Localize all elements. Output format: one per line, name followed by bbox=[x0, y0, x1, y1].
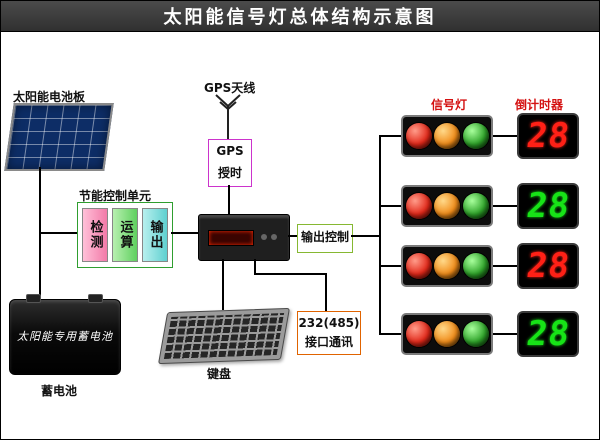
timer-value: 28 bbox=[523, 246, 573, 286]
green-lamp-icon bbox=[462, 123, 489, 149]
output-control-box: 输出控制 bbox=[297, 224, 353, 253]
connector-line bbox=[288, 235, 297, 237]
control-block-output: 输出 bbox=[142, 208, 168, 262]
connector-line bbox=[493, 265, 517, 267]
output-control-label: 输出控制 bbox=[300, 230, 349, 244]
gps-time-box: GPS 授时 bbox=[208, 139, 252, 187]
connector-line bbox=[381, 333, 401, 335]
green-lamp-icon bbox=[462, 193, 489, 219]
connector-line bbox=[381, 135, 401, 137]
gps-box-line2: 授时 bbox=[217, 166, 242, 180]
page-title: 太阳能信号灯总体结构示意图 bbox=[163, 7, 437, 28]
comm-box: 232(485) 接口通讯 bbox=[297, 311, 361, 355]
red-lamp-icon bbox=[405, 253, 432, 279]
red-lamp-icon bbox=[405, 193, 432, 219]
connector-line bbox=[222, 259, 224, 310]
signal-lights-label: 信号灯 bbox=[431, 98, 468, 112]
controller-knob bbox=[271, 234, 277, 240]
countdown-timer: 28 bbox=[517, 113, 579, 159]
green-lamp-icon bbox=[462, 321, 489, 347]
timer-value: 28 bbox=[523, 186, 573, 226]
connector-line bbox=[228, 185, 230, 214]
red-lamp-icon bbox=[405, 123, 432, 149]
timer-value: 28 bbox=[523, 116, 573, 156]
control-unit-label: 节能控制单元 bbox=[79, 189, 152, 203]
battery: 太阳能专用蓄电池 bbox=[9, 294, 121, 375]
connector-line bbox=[379, 135, 381, 335]
gps-box-line1: GPS bbox=[216, 144, 244, 158]
connector-line bbox=[171, 232, 198, 234]
battery-label: 蓄电池 bbox=[41, 384, 78, 398]
countdown-timer: 28 bbox=[517, 183, 579, 229]
control-block-compute: 运算 bbox=[112, 208, 138, 262]
connector-line bbox=[39, 167, 41, 299]
countdown-timer: 28 bbox=[517, 311, 579, 357]
countdown-timer: 28 bbox=[517, 243, 579, 289]
red-lamp-icon bbox=[405, 321, 432, 347]
comm-line1: 232(485) bbox=[298, 316, 360, 330]
gps-antenna-icon bbox=[215, 94, 241, 139]
countdown-label: 倒计时器 bbox=[515, 98, 564, 112]
signal-module bbox=[401, 245, 493, 287]
signal-module bbox=[401, 115, 493, 157]
connector-line bbox=[41, 232, 77, 234]
comm-line2: 接口通讯 bbox=[304, 335, 353, 349]
connector-line bbox=[493, 205, 517, 207]
signal-module bbox=[401, 185, 493, 227]
gps-antenna-label: GPS天线 bbox=[204, 81, 256, 95]
solar-panel-label: 太阳能电池板 bbox=[13, 90, 86, 104]
solar-panel bbox=[4, 103, 114, 171]
connector-line bbox=[493, 333, 517, 335]
timer-value: 28 bbox=[523, 314, 573, 354]
connector-line bbox=[254, 273, 327, 275]
green-lamp-icon bbox=[462, 253, 489, 279]
title-bar: 太阳能信号灯总体结构示意图 bbox=[1, 1, 599, 32]
controller-display bbox=[208, 230, 254, 246]
yellow-lamp-icon bbox=[434, 321, 460, 347]
connector-line bbox=[381, 265, 401, 267]
connector-line bbox=[381, 205, 401, 207]
battery-terminal bbox=[26, 294, 41, 303]
connector-line bbox=[325, 273, 327, 311]
battery-terminal bbox=[88, 294, 103, 303]
yellow-lamp-icon bbox=[434, 253, 460, 279]
controller-device bbox=[198, 214, 290, 261]
connector-line bbox=[254, 259, 256, 275]
battery-body-text: 太阳能专用蓄电池 bbox=[17, 330, 113, 343]
keyboard-label: 键盘 bbox=[207, 367, 232, 381]
signal-module bbox=[401, 313, 493, 355]
keyboard-keys bbox=[163, 313, 285, 359]
keyboard bbox=[157, 307, 291, 365]
yellow-lamp-icon bbox=[434, 123, 460, 149]
control-block-detect: 检测 bbox=[82, 208, 108, 262]
connector-line bbox=[493, 135, 517, 137]
connector-line bbox=[351, 235, 379, 237]
controller-knob bbox=[261, 234, 267, 240]
control-unit-box: 检测 运算 输出 bbox=[77, 202, 173, 268]
yellow-lamp-icon bbox=[434, 193, 460, 219]
